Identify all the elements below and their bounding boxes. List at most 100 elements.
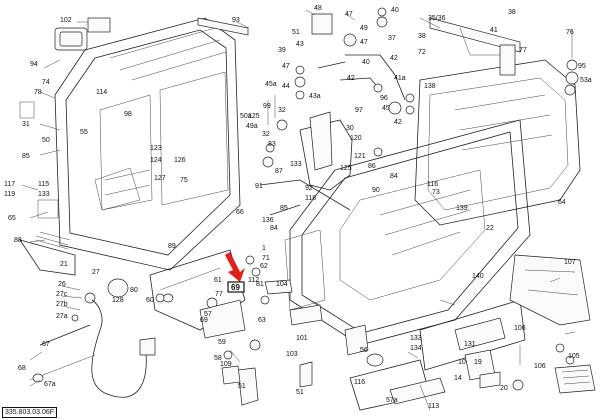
- column-parts: [19, 231, 246, 339]
- part-label: 65: [8, 215, 16, 222]
- part-label: 116: [427, 181, 438, 188]
- part-label: 32: [262, 131, 270, 138]
- part-label: 66: [236, 209, 244, 216]
- part-label: 38: [508, 9, 516, 16]
- part-label: 125: [248, 113, 260, 120]
- lower-middle-parts: [289, 254, 596, 411]
- part-label: 47: [360, 39, 368, 46]
- part-label: 21: [60, 261, 68, 268]
- part-label: 73: [432, 189, 440, 196]
- part-label: 94: [30, 61, 38, 68]
- part-label: 47: [282, 63, 290, 70]
- part-label: 88: [14, 237, 22, 244]
- part-label: 57a: [386, 397, 398, 404]
- part-label: 106: [514, 325, 526, 332]
- part-label: 55: [80, 129, 88, 136]
- part-label: 136: [262, 217, 274, 224]
- upper-linkage: [259, 7, 415, 216]
- part-label: 59: [218, 339, 226, 346]
- part-label: 112: [248, 277, 259, 284]
- part-label: 69: [200, 317, 208, 324]
- part-label: 19: [474, 359, 482, 366]
- part-label: 39: [278, 47, 286, 54]
- part-label: 63: [258, 317, 266, 324]
- part-label: 78: [34, 89, 42, 96]
- part-label: 10: [458, 359, 466, 366]
- part-label: 124: [150, 157, 162, 164]
- part-label: 91: [255, 183, 263, 190]
- part-label: 85: [280, 205, 288, 212]
- part-label: 32: [278, 107, 286, 114]
- part-label: 109: [220, 361, 232, 368]
- part-label: 49a: [246, 123, 258, 130]
- part-label: 51: [238, 383, 246, 390]
- part-label: 37: [388, 35, 396, 42]
- part-label: 41a: [394, 75, 406, 82]
- part-label: 61: [214, 277, 222, 284]
- part-label: 115: [38, 181, 49, 188]
- part-label: 127: [154, 175, 166, 182]
- part-label: 119: [4, 191, 15, 198]
- part-label: 95: [578, 63, 586, 70]
- part-label: 41: [490, 27, 498, 34]
- part-label: 96: [380, 95, 388, 102]
- part-label: 107: [564, 259, 576, 266]
- highlighted-part-marker[interactable]: 69: [225, 252, 245, 293]
- part-label: 104: [276, 281, 288, 288]
- part-label: 90: [372, 187, 380, 194]
- part-label: 67a: [44, 381, 56, 388]
- part-label: 75: [180, 177, 188, 184]
- part-label: 80: [130, 287, 138, 294]
- part-label: 72: [418, 49, 426, 56]
- part-label: 64: [558, 199, 566, 206]
- part-label: 42: [394, 119, 402, 126]
- drawing-reference-code: 335.803.03.06F: [2, 407, 58, 418]
- part-label: 51: [292, 29, 300, 36]
- part-label: 53a: [580, 77, 592, 84]
- part-label: 22: [486, 225, 494, 232]
- part-label: 105: [568, 353, 580, 360]
- cable-assembly: [29, 299, 156, 398]
- part-label: 60: [146, 297, 154, 304]
- part-label: 134: [410, 345, 422, 352]
- part-label: 50a: [240, 113, 252, 120]
- part-label: 42: [347, 75, 355, 82]
- part-label: 38: [418, 33, 426, 40]
- part-label: 35/36: [428, 15, 446, 22]
- part-label: 113: [428, 403, 439, 410]
- part-label: 77: [215, 291, 223, 298]
- part-label: 114: [96, 89, 107, 96]
- chassis-frame: [284, 119, 531, 371]
- part-label: 43a: [309, 93, 321, 100]
- part-label: 87: [275, 168, 283, 175]
- part-label: 45a: [265, 81, 277, 88]
- part-label: 116: [354, 379, 365, 386]
- highlighted-part-label: 69: [231, 283, 240, 292]
- part-label: 133: [290, 161, 302, 168]
- part-label: 118: [305, 195, 316, 202]
- part-label: 48: [314, 5, 322, 12]
- part-label: 128: [112, 297, 124, 304]
- part-label: 101: [296, 335, 308, 342]
- part-label: 123: [150, 145, 162, 152]
- part-label: 138: [424, 83, 436, 90]
- part-label: 71: [262, 255, 270, 262]
- boom-housing: [414, 17, 581, 226]
- part-label: 81: [256, 281, 264, 288]
- highlighted-part-box: [227, 281, 245, 293]
- part-label: 131: [464, 341, 476, 348]
- leader-lines: [21, 9, 576, 387]
- part-label: 97: [355, 107, 363, 114]
- part-label: 140: [472, 273, 484, 280]
- part-label: 117: [4, 181, 15, 188]
- part-label: 121: [354, 153, 366, 160]
- part-label: 42: [390, 55, 398, 62]
- part-label: 89: [168, 243, 176, 250]
- part-label: 47: [345, 11, 353, 18]
- part-label: 51: [296, 389, 304, 396]
- part-label: 27b: [56, 301, 68, 308]
- part-label: 139: [456, 205, 468, 212]
- part-label: 14: [454, 375, 462, 382]
